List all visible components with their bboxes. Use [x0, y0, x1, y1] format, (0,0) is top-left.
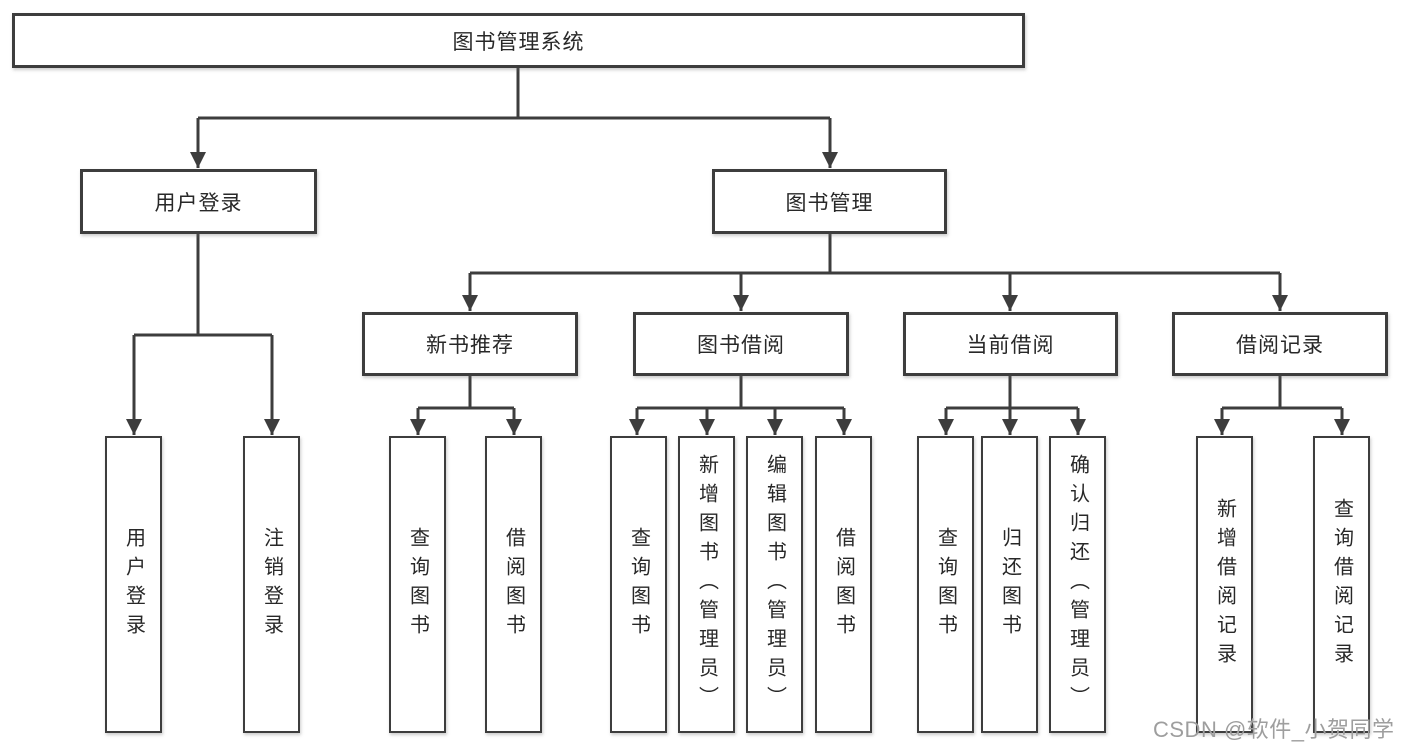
leaf-add-borrow-record: 新增借阅记录: [1196, 436, 1253, 733]
node-label: 当前借阅: [966, 334, 1055, 357]
leaf-borrow-books-recommend: 借阅图书: [485, 436, 542, 733]
leaf-return-books: 归还图书: [981, 436, 1038, 733]
leaf-label: 查询图书: [627, 526, 650, 643]
node-current-borrowing: 当前借阅: [903, 312, 1118, 376]
node-new-book-recommend: 新书推荐: [362, 312, 578, 376]
leaf-query-borrow-record: 查询借阅记录: [1313, 436, 1370, 733]
watermark: CSDN @软件_小贺同学: [1153, 717, 1395, 742]
node-label: 用户登录: [154, 191, 243, 215]
leaf-query-books-recommend: 查询图书: [389, 436, 446, 733]
node-book-management: 图书管理: [712, 169, 947, 234]
leaf-label: 查询借阅记录: [1330, 497, 1353, 672]
leaf-confirm-return-admin: 确认归还（管理员）: [1049, 436, 1106, 733]
node-label: 图书管理系统: [452, 30, 585, 54]
node-library-management-system: 图书管理系统: [12, 13, 1025, 68]
node-label: 借阅记录: [1236, 334, 1324, 357]
leaf-logout: 注销登录: [243, 436, 300, 733]
leaf-label: 注销登录: [260, 526, 283, 643]
leaf-label: 用户登录: [122, 526, 145, 643]
leaf-label: 借阅图书: [502, 526, 525, 643]
node-user-login: 用户登录: [80, 169, 317, 234]
leaf-label: 查询图书: [406, 526, 429, 643]
leaf-label: 编辑图书（管理员）: [763, 454, 786, 715]
leaf-label: 查询图书: [934, 526, 957, 643]
leaf-borrow-books: 借阅图书: [815, 436, 872, 733]
leaf-label: 新增借阅记录: [1213, 497, 1236, 672]
connector-lines: [126, 68, 1350, 435]
node-book-borrowing: 图书借阅: [633, 312, 849, 376]
leaf-query-books-current: 查询图书: [917, 436, 974, 733]
leaf-label: 归还图书: [998, 526, 1021, 643]
leaf-label: 借阅图书: [832, 526, 855, 643]
node-label: 图书借阅: [697, 334, 785, 357]
leaf-user-login: 用户登录: [105, 436, 162, 733]
node-borrowing-records: 借阅记录: [1172, 312, 1388, 376]
leaf-edit-book-admin: 编辑图书（管理员）: [746, 436, 803, 733]
node-label: 新书推荐: [426, 334, 514, 357]
node-label: 图书管理: [785, 191, 874, 215]
leaf-label: 新增图书（管理员）: [695, 454, 718, 715]
leaf-query-books-borrowing: 查询图书: [610, 436, 667, 733]
leaf-add-book-admin: 新增图书（管理员）: [678, 436, 735, 733]
leaf-label: 确认归还（管理员）: [1066, 454, 1089, 715]
